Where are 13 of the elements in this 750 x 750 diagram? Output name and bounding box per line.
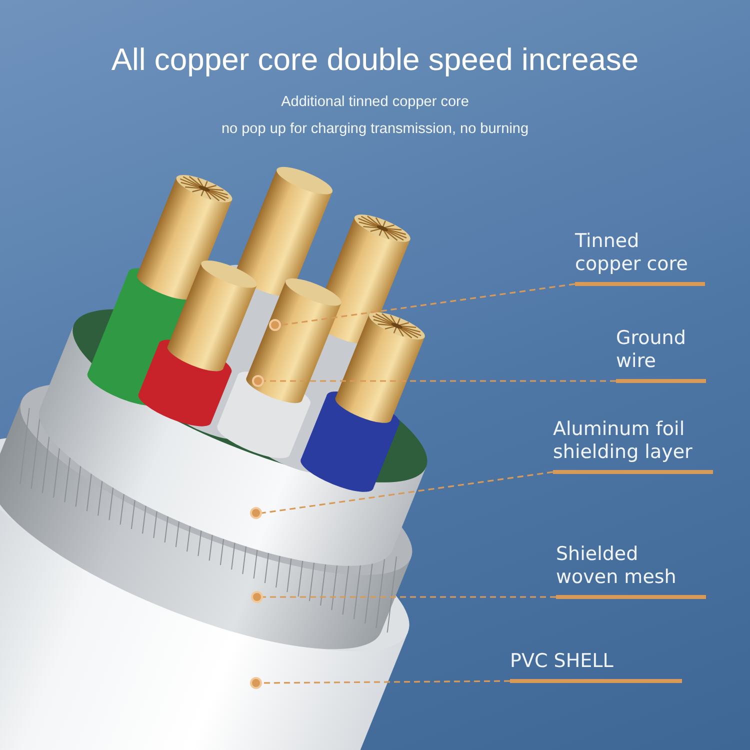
callout-label: Shielded woven mesh xyxy=(556,543,706,599)
leader-line xyxy=(262,680,510,684)
callout-label: PVC SHELL xyxy=(510,650,682,683)
subtitle: Additional tinned copper core xyxy=(280,94,470,110)
leader-line xyxy=(262,471,554,514)
leader-line xyxy=(264,380,616,382)
callout-label: Aluminum foil shielding layer xyxy=(553,418,713,474)
callout-label: Ground wire xyxy=(616,327,706,383)
callout-label: Tinned copper core xyxy=(575,230,705,286)
subtitle: no pop up for charging transmission, no burning xyxy=(220,121,530,137)
leader-line xyxy=(280,283,576,326)
title: All copper core double speed increase xyxy=(110,42,640,78)
leader-line xyxy=(263,596,556,598)
